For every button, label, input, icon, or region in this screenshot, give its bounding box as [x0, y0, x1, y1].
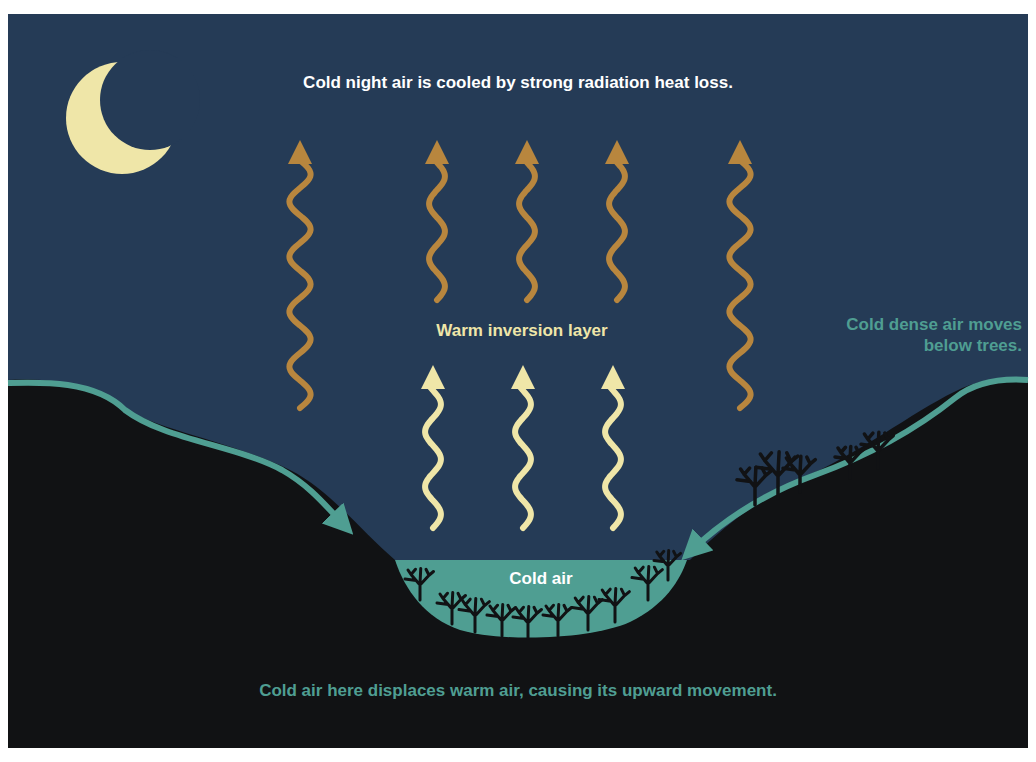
- ground: [8, 378, 1028, 748]
- radiation-arrow: [421, 365, 445, 528]
- cold-air-flow-left: [8, 383, 345, 526]
- night-sky: [8, 14, 1028, 748]
- footer-note: Cold air here displaces warm air, causin…: [68, 680, 968, 701]
- radiation-arrow: [605, 140, 629, 300]
- radiation-arrow: [425, 140, 449, 300]
- heading-note: Cold night air is cooled by strong radia…: [118, 72, 918, 93]
- flow-note: Cold dense air moves below trees.: [822, 314, 1022, 357]
- cold-air-flow-right: [690, 380, 1028, 552]
- radiation-arrow: [728, 140, 752, 408]
- region-label: Cold air: [390, 560, 692, 589]
- radiation-arrow: [515, 140, 539, 300]
- radiation-arrow: [288, 140, 312, 408]
- cold-air-pool: Cold air: [390, 560, 692, 644]
- radiation-arrow: [601, 365, 625, 528]
- layer-label: Warm inversion layer: [372, 320, 672, 341]
- radiation-arrows: [288, 140, 752, 528]
- moon: [66, 50, 200, 174]
- radiation-arrow: [511, 365, 535, 528]
- slope-trees: [737, 432, 893, 505]
